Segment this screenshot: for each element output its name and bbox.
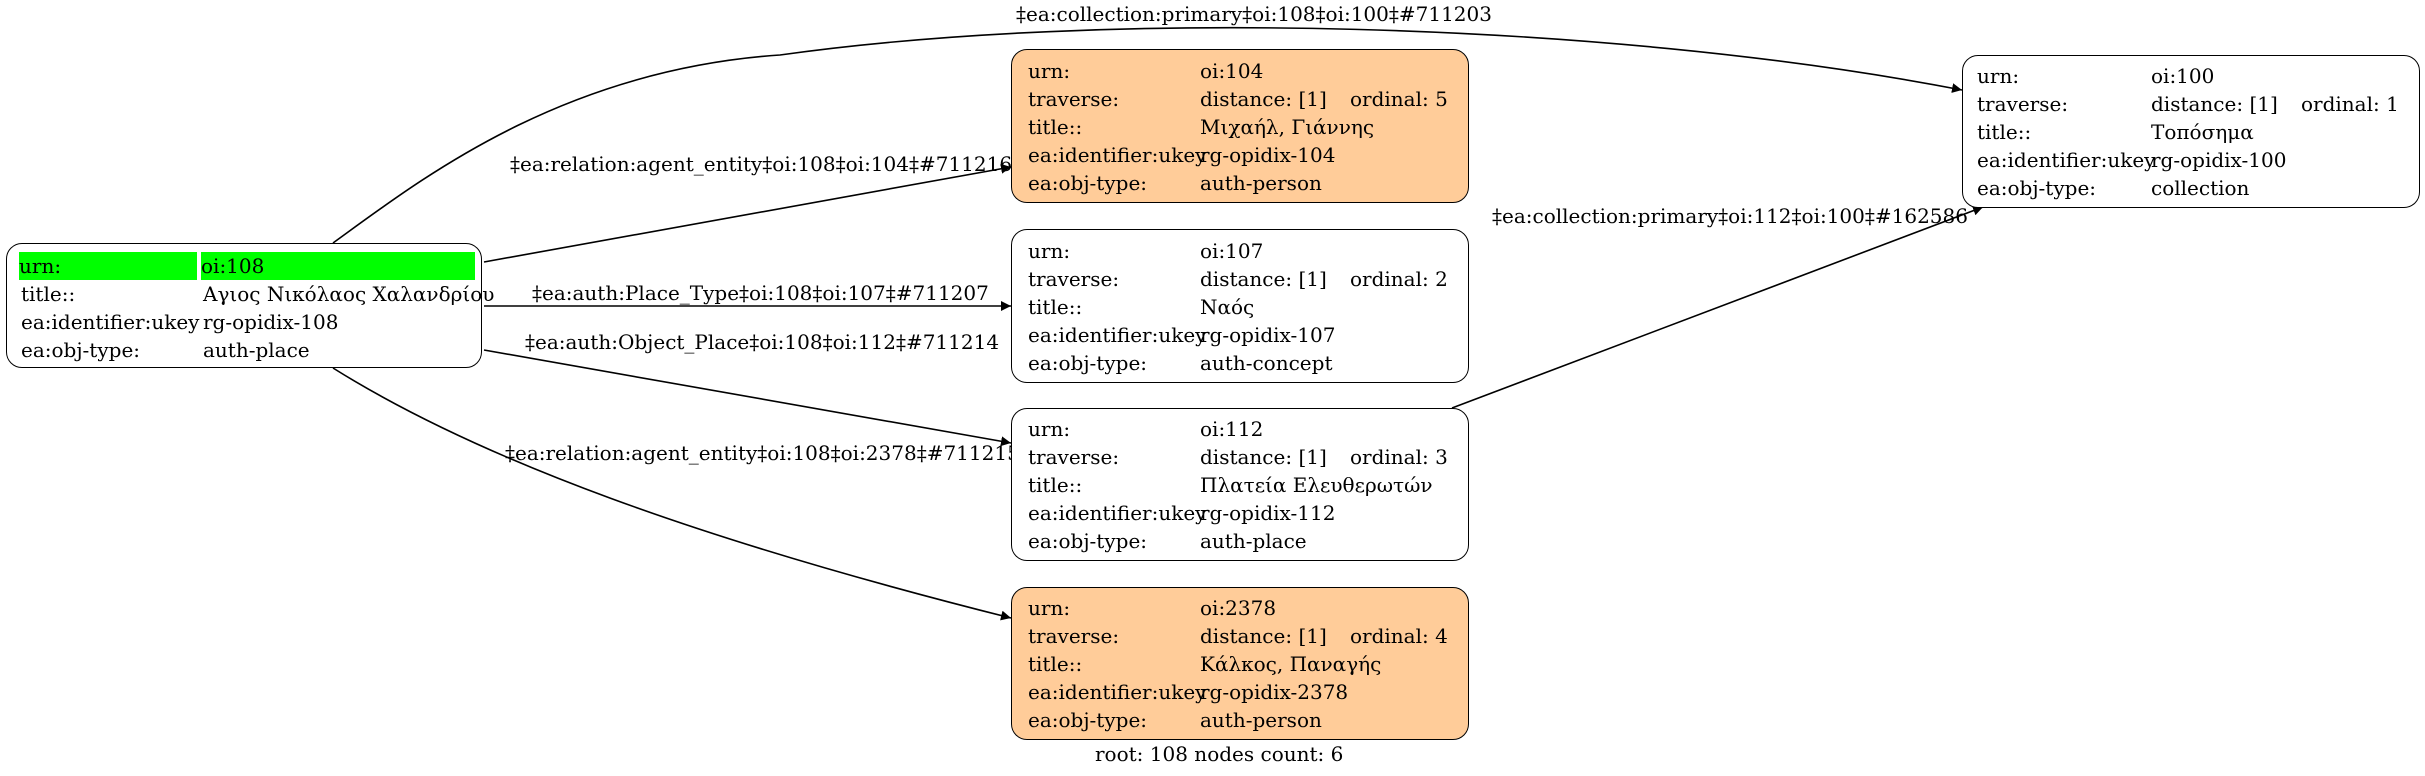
row-key: ea:obj-type: — [1028, 708, 1148, 732]
row-key: traverse: — [1977, 92, 2069, 116]
node-oi-112[interactable]: urn: oi:112 traverse: distance: [1] ordinal… — [1011, 408, 1469, 561]
row-value: auth-place — [1200, 529, 1307, 553]
edge-108-2378 — [332, 367, 1012, 621]
row-value: oi:108 — [201, 252, 475, 280]
row-key: urn: — [1028, 596, 1071, 620]
row-value: oi:112 — [1200, 417, 1264, 441]
row-key: ea:obj-type: — [1028, 171, 1148, 195]
row-key: ea:identifier:ukey — [21, 310, 200, 334]
row-value: Μιχαήλ, Γιάννης — [1200, 115, 1375, 139]
row-value: rg-opidix-100 — [2151, 148, 2287, 172]
row-key: ea:identifier:ukey — [1028, 501, 1207, 525]
row-value: distance: [1] — [1200, 267, 1327, 291]
row-value: auth-place — [203, 338, 310, 362]
edge-108-100 — [332, 26, 1963, 244]
row-key: traverse: — [1028, 87, 1120, 111]
row-value: oi:100 — [2151, 64, 2215, 88]
row-value-2: ordinal: 3 — [1350, 445, 1448, 469]
node-oi-108[interactable]: urn: oi:108 title:: Αγιος Νικόλαος Χαλαν… — [6, 243, 494, 368]
row-value: Πλατεία Ελευθερωτών — [1200, 473, 1433, 497]
row-value: auth-concept — [1200, 351, 1333, 375]
row-value: oi:104 — [1200, 59, 1264, 83]
row-value: distance: [1] — [1200, 445, 1327, 469]
row-key: ea:obj-type: — [21, 338, 141, 362]
row-value: distance: [1] — [1200, 624, 1327, 648]
edge-label-108-107: ‡ea:auth:Place_Type‡oi:108‡oi:107‡#71120… — [532, 281, 989, 305]
row-value-2: ordinal: 4 — [1350, 624, 1448, 648]
row-value: rg-opidix-104 — [1200, 143, 1336, 167]
row-value: auth-person — [1200, 708, 1322, 732]
row-key: urn: — [1028, 417, 1071, 441]
node-oi-107[interactable]: urn: oi:107 traverse: distance: [1] ordinal… — [1011, 229, 1469, 383]
row-key: ea:identifier:ukey — [1028, 143, 1207, 167]
edge-label-108-104: ‡ea:relation:agent_entity‡oi:108‡oi:104‡… — [510, 152, 1013, 176]
node-oi-104[interactable]: urn: oi:104 traverse: distance: [1] ordinal… — [1011, 49, 1469, 203]
row-key: ea:obj-type: — [1028, 529, 1148, 553]
row-key: ea:identifier:ukey — [1977, 148, 2156, 172]
row-key: urn: — [1028, 59, 1071, 83]
row-key: urn: — [1028, 239, 1071, 263]
row-value: rg-opidix-2378 — [1200, 680, 1349, 704]
row-key: urn: — [1977, 64, 2020, 88]
row-key: title:: — [1028, 652, 1083, 676]
row-value: auth-person — [1200, 171, 1322, 195]
row-key: ea:obj-type: — [1977, 176, 2097, 200]
row-value: collection — [2151, 176, 2250, 200]
row-key: title:: — [1028, 473, 1083, 497]
edge-label-112-100: ‡ea:collection:primary‡oi:112‡oi:100‡#16… — [1492, 204, 1968, 228]
row-key: ea:identifier:ukey — [1028, 323, 1207, 347]
row-value: Κάλκος, Παναγής — [1200, 652, 1382, 676]
node-oi-100[interactable]: urn: oi:100 traverse: distance: [1] ordinal… — [1962, 55, 2420, 208]
node-oi-2378[interactable]: urn: oi:2378 traverse: distance: [1] ordina… — [1011, 587, 1469, 740]
row-value: Αγιος Νικόλαος Χαλανδρίου — [203, 282, 495, 306]
row-key: title:: — [1977, 120, 2032, 144]
row-value: rg-opidix-108 — [203, 310, 339, 334]
row-value-2: ordinal: 1 — [2301, 92, 2399, 116]
row-key: ea:identifier:ukey — [1028, 680, 1207, 704]
row-value: rg-opidix-112 — [1200, 501, 1336, 525]
row-value: oi:2378 — [1200, 596, 1277, 620]
row-value: distance: [1] — [2151, 92, 2278, 116]
edge-108-112 — [483, 349, 1012, 447]
row-value: rg-opidix-107 — [1200, 323, 1336, 347]
row-key: traverse: — [1028, 445, 1120, 469]
row-value: distance: [1] — [1200, 87, 1327, 111]
row-value-2: ordinal: 5 — [1350, 87, 1448, 111]
row-key: title:: — [1028, 115, 1083, 139]
row-value: Τοπόσημα — [2151, 120, 2254, 144]
row-value-2: ordinal: 2 — [1350, 267, 1448, 291]
row-value: oi:107 — [1200, 239, 1264, 263]
row-key: traverse: — [1028, 624, 1120, 648]
row-key: title:: — [1028, 295, 1083, 319]
edge-label-108-2378: ‡ea:relation:agent_entity‡oi:108‡oi:2378… — [505, 441, 1020, 465]
row-key: traverse: — [1028, 267, 1120, 291]
row-key: ea:obj-type: — [1028, 351, 1148, 375]
edge-label-108-100: ‡ea:collection:primary‡oi:108‡oi:100‡#71… — [1016, 2, 1492, 26]
row-key: urn: — [19, 252, 197, 280]
row-value: Ναός — [1200, 295, 1255, 319]
edge-108-104 — [483, 163, 1012, 263]
row-key: title:: — [21, 282, 76, 306]
edge-112-100 — [1451, 205, 1984, 409]
graph-footer: root: 108 nodes count: 6 — [1095, 742, 1344, 766]
edge-label-108-112: ‡ea:auth:Object_Place‡oi:108‡oi:112‡#711… — [525, 330, 1000, 354]
